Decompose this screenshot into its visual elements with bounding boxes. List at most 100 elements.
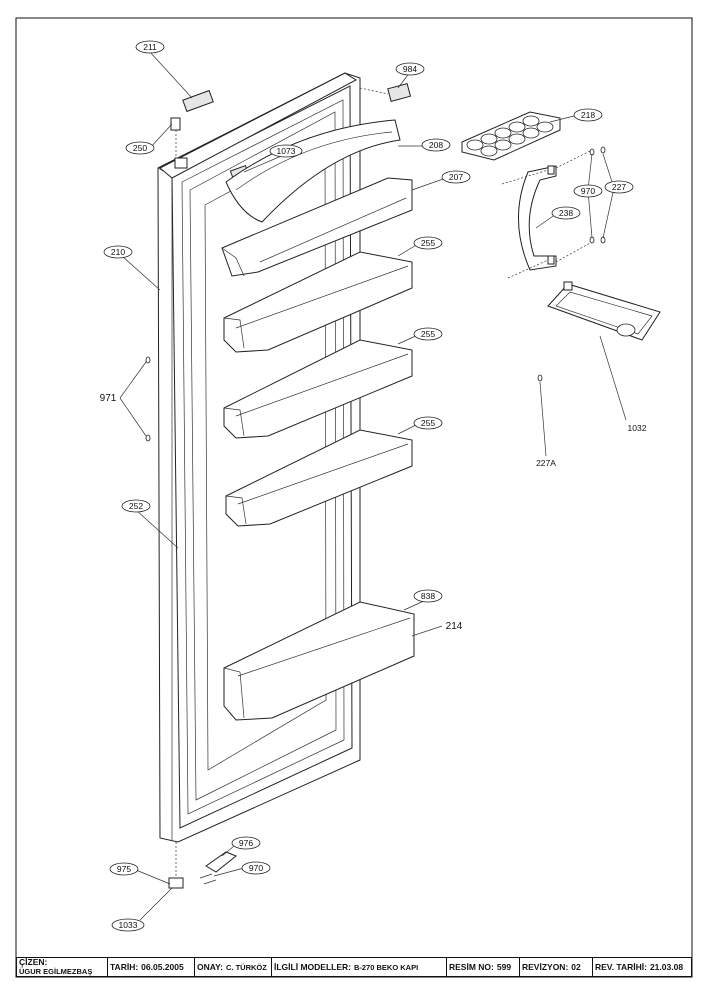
- label-1033: 1033: [111, 918, 145, 932]
- shelf-207-end: [221, 247, 245, 277]
- svg-text:207: 207: [449, 172, 463, 182]
- screw-971-top: [145, 356, 151, 364]
- screw-971-bottom: [145, 434, 151, 442]
- label-971: 971: [100, 393, 117, 404]
- label-218: 218: [573, 108, 603, 122]
- label-838: 838: [413, 589, 443, 603]
- handle-238: [501, 146, 606, 279]
- tarih-cell: TARİH: 06.05.2005: [108, 958, 195, 976]
- label-214: 214: [446, 621, 463, 632]
- svg-text:208: 208: [429, 140, 443, 150]
- part-227A: [537, 374, 543, 382]
- label-255-top: 255: [413, 236, 443, 250]
- label-210: 210: [103, 245, 133, 259]
- label-207: 207: [441, 170, 471, 184]
- svg-text:976: 976: [239, 838, 253, 848]
- label-255-bottom: 255: [413, 416, 443, 430]
- svg-text:970: 970: [249, 863, 263, 873]
- cizen-value: ÜGUR EGİLMEZBAŞ: [19, 967, 93, 976]
- label-984-part: [387, 83, 412, 102]
- label-970-top: 970: [573, 184, 603, 198]
- door-assembly: [157, 72, 415, 843]
- shelf-207-rim: [259, 197, 407, 263]
- modeller-value: B-270 BEKO KAPI: [353, 962, 419, 972]
- svg-text:211: 211: [143, 42, 157, 52]
- label-250: 250: [125, 141, 155, 155]
- svg-text:1073: 1073: [277, 146, 296, 156]
- label-227A: 227A: [536, 458, 556, 468]
- svg-text:250: 250: [133, 143, 147, 153]
- hinge-bush: [174, 157, 188, 169]
- onay-cell: ONAY: C. TÜRKÖZ: [195, 958, 272, 976]
- svg-text:970: 970: [581, 186, 595, 196]
- screw-970-b: [203, 879, 217, 885]
- egg-tray-218: [461, 111, 561, 161]
- revizyon-value: 02: [571, 962, 581, 972]
- hinge-top-part: [170, 117, 181, 131]
- svg-text:975: 975: [117, 864, 131, 874]
- bottle-shelf-214: [223, 601, 415, 721]
- resim-label: RESİM NO:: [449, 962, 494, 972]
- cizen-cell: ÇİZEN: ÜGUR EGİLMEZBAŞ: [17, 958, 108, 976]
- label-975: 975: [109, 862, 139, 876]
- svg-text:214: 214: [446, 621, 463, 632]
- door-liner-inner: [189, 111, 337, 801]
- label-976: 976: [231, 836, 261, 850]
- svg-text:218: 218: [581, 110, 595, 120]
- leader-984-dash: [359, 87, 389, 95]
- dairy-cover-line: [235, 131, 393, 191]
- tarih-label: TARİH:: [110, 962, 139, 972]
- svg-text:1032: 1032: [628, 423, 647, 433]
- label-984: 984: [395, 62, 425, 76]
- label-1032: 1032: [628, 423, 647, 433]
- modeller-cell: İLGİLİ MODELLER: B-270 BEKO KAPI: [272, 958, 447, 976]
- revizyon-cell: REVİZYON: 02: [520, 958, 593, 976]
- svg-text:984: 984: [403, 64, 417, 74]
- screw-970-a: [199, 873, 213, 879]
- label-227: 227: [604, 180, 634, 194]
- svg-text:1033: 1033: [119, 920, 138, 930]
- onay-value: C. TÜRKÖZ: [225, 962, 267, 972]
- svg-text:255: 255: [421, 418, 435, 428]
- bracket-976: [205, 851, 237, 873]
- svg-text:227: 227: [612, 182, 626, 192]
- label-211: 211: [135, 40, 165, 54]
- bottom-hinge-1033: [168, 877, 184, 889]
- label-252: 252: [121, 499, 151, 513]
- label-238: 238: [551, 206, 581, 220]
- label-211-part: [182, 89, 214, 113]
- svg-text:838: 838: [421, 591, 435, 601]
- ice-tray-1032: [547, 281, 661, 341]
- rev-tarihi-label: REV. TARİHİ:: [595, 962, 647, 972]
- door-top-cap: [159, 72, 357, 179]
- shelf-207: [221, 177, 413, 277]
- label-208: 208: [421, 138, 451, 152]
- shelf-255-middle: [223, 339, 413, 439]
- dairy-cover-208: [225, 119, 401, 223]
- rev-tarihi-value: 21.03.08: [649, 962, 684, 972]
- svg-text:227A: 227A: [536, 458, 556, 468]
- label-255-middle: 255: [413, 327, 443, 341]
- sheet-border: [15, 17, 693, 978]
- label-970-bottom: 970: [241, 861, 271, 875]
- rev-tarihi-cell: REV. TARİHİ: 21.03.08: [593, 958, 691, 976]
- svg-text:255: 255: [421, 238, 435, 248]
- resim-value: 599: [496, 962, 512, 972]
- title-block: ÇİZEN: ÜGUR EGİLMEZBAŞ TARİH: 06.05.2005…: [16, 957, 692, 977]
- label-1073: 1073: [269, 144, 303, 158]
- door-liner-outer: [181, 99, 345, 815]
- shelf-255-bottom: [225, 429, 413, 527]
- shelf-255-top: [223, 251, 413, 353]
- cizen-label: ÇİZEN:: [19, 957, 48, 967]
- revizyon-label: REVİZYON:: [522, 962, 569, 972]
- onay-label: ONAY:: [197, 962, 223, 972]
- svg-text:255: 255: [421, 329, 435, 339]
- svg-text:252: 252: [129, 501, 143, 511]
- svg-text:238: 238: [559, 208, 573, 218]
- svg-text:210: 210: [111, 247, 125, 257]
- tarih-value: 06.05.2005: [141, 962, 184, 972]
- resim-cell: RESİM NO: 599: [447, 958, 520, 976]
- svg-text:971: 971: [100, 393, 117, 404]
